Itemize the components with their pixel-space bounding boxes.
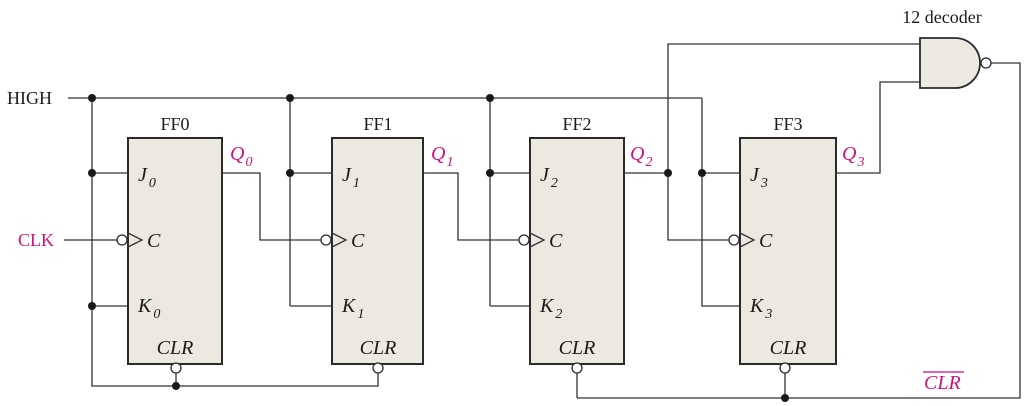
clr-bubble [779, 362, 791, 374]
ff2-name: FF2 [562, 114, 591, 134]
q2-to-nand [667, 43, 920, 173]
svg-text:CLR: CLR [157, 337, 194, 359]
clock-bubble [518, 234, 530, 246]
nand-gate-decoder: 12 decoder [902, 7, 992, 89]
nand-output-to-clr [577, 62, 1021, 399]
q0-label: Q0 [230, 143, 252, 170]
junction-dot [286, 169, 294, 177]
junction-dot [88, 94, 96, 102]
wires [64, 43, 1021, 399]
svg-text:J0: J0 [138, 164, 156, 191]
svg-text:C: C [147, 230, 161, 252]
clock-triangle [127, 232, 144, 248]
svg-text:CLR: CLR [770, 337, 807, 359]
svg-text:CLR: CLR [924, 372, 961, 394]
junction-dot [664, 169, 672, 177]
svg-text:J2: J2 [540, 164, 558, 191]
svg-text:J3: J3 [750, 164, 768, 191]
junction-dot [172, 382, 180, 390]
junction-dot [486, 94, 494, 102]
svg-text:C: C [351, 230, 365, 252]
svg-text:K2: K2 [539, 295, 562, 322]
clock-bubble [728, 234, 740, 246]
q1-to-ff2-clock [423, 172, 519, 241]
junction-dot [286, 94, 294, 102]
svg-text:C: C [549, 230, 563, 252]
clr-bar-label: CLR [923, 371, 964, 394]
svg-text:J1: J1 [342, 164, 360, 191]
clock-bubble [116, 234, 128, 246]
q3-label: Q3 [842, 143, 864, 170]
junction-dot [486, 169, 494, 177]
clr-bubble [372, 362, 384, 374]
q2-to-ff3-clock [667, 173, 729, 241]
svg-text:C: C [759, 230, 773, 252]
q3-to-nand [836, 81, 920, 174]
q1-label: Q1 [431, 143, 453, 170]
q0-to-ff1-clock [222, 172, 321, 241]
clr-bubble [170, 362, 182, 374]
svg-text:K1: K1 [341, 295, 364, 322]
clk-label: CLK [18, 230, 54, 250]
svg-text:K3: K3 [749, 295, 772, 322]
high-to-ff3 [701, 98, 740, 307]
ff0-name: FF0 [160, 114, 189, 134]
svg-text:K0: K0 [137, 295, 160, 322]
junction-dot [781, 394, 789, 402]
ff3-name: FF3 [773, 114, 802, 134]
ff1-name: FF1 [363, 114, 392, 134]
junction-dot [698, 169, 706, 177]
nand-output-bubble [980, 57, 992, 69]
decoder-label: 12 decoder [902, 7, 981, 27]
q2-label: Q2 [630, 143, 652, 170]
junction-dot [88, 169, 96, 177]
clock-bubble [320, 234, 332, 246]
svg-text:CLR: CLR [360, 337, 397, 359]
junction-dots [88, 94, 789, 402]
high-label: HIGH [7, 88, 52, 108]
clr-low-loop [91, 306, 379, 387]
svg-text:CLR: CLR [559, 337, 596, 359]
clr-bubble [571, 362, 583, 374]
junction-dot [88, 302, 96, 310]
